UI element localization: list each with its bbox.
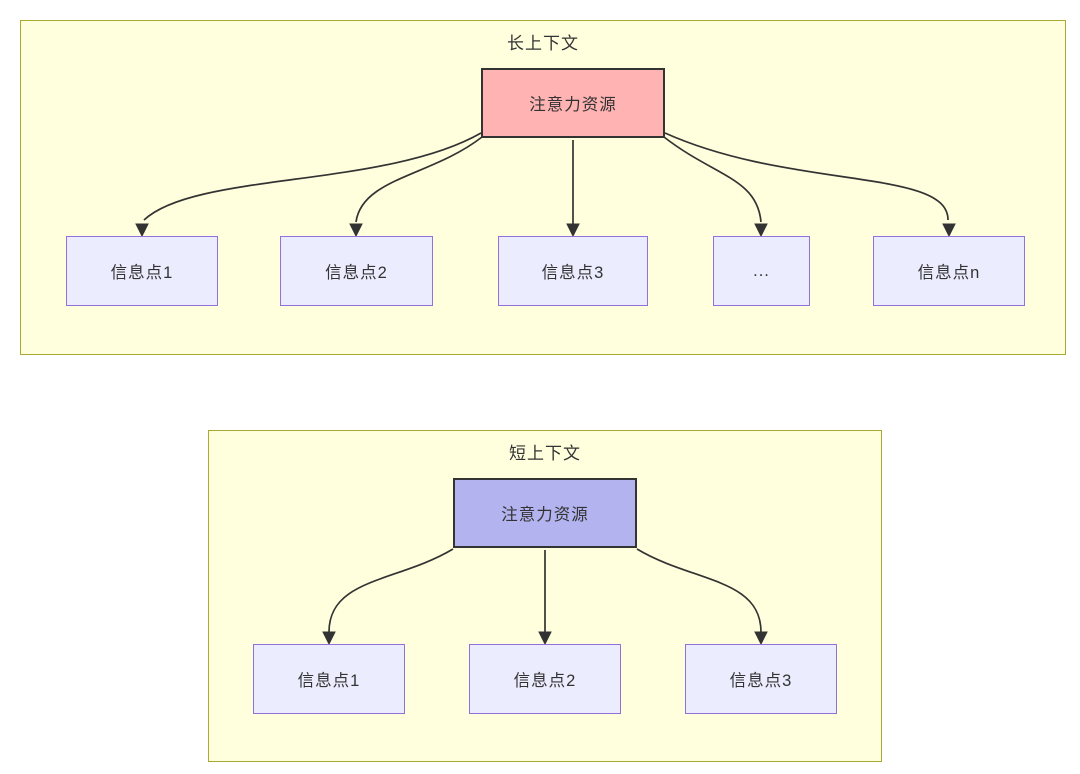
long-info-node-1: 信息点1 — [66, 236, 218, 306]
long-context-title: 长上下文 — [507, 34, 579, 53]
short-info-node-2: 信息点2 — [469, 644, 621, 714]
short-info-node-1: 信息点1 — [253, 644, 405, 714]
short-attention-resource-node: 注意力资源 — [453, 478, 637, 548]
short-context-title: 短上下文 — [509, 444, 581, 463]
short-info-node-3: 信息点3 — [685, 644, 837, 714]
long-info-node-n: 信息点n — [873, 236, 1025, 306]
long-info-node-3: 信息点3 — [498, 236, 648, 306]
long-info-node-ellipsis: ... — [713, 236, 810, 306]
long-attention-resource-node: 注意力资源 — [481, 68, 665, 138]
long-info-node-2: 信息点2 — [280, 236, 433, 306]
